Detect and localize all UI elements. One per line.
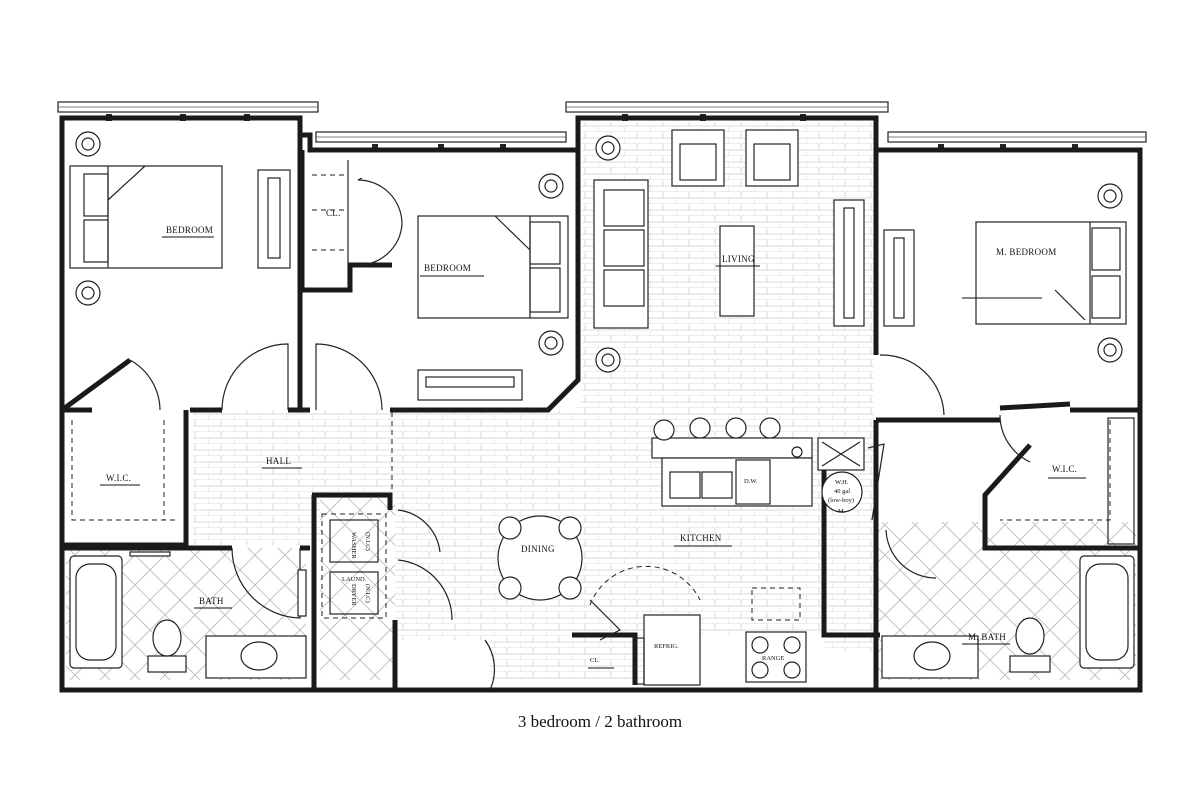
- master-bedroom-furniture: [883, 183, 1127, 363]
- bedroom-left-furniture: [69, 131, 291, 306]
- hall-label: HALL: [266, 456, 291, 466]
- bedroom-left-label: BEDROOM: [166, 225, 213, 235]
- master-bath-fixtures: [881, 555, 1135, 679]
- bath-label: BATH: [199, 596, 224, 606]
- wic-left-label: W.I.C.: [106, 473, 131, 483]
- laundry-fixtures: WASHER (N.I.C) DRYER (N.I.C): [321, 513, 387, 619]
- closet-kitchen-label: CL.: [590, 657, 600, 664]
- dining-label: DINING: [521, 544, 555, 554]
- water-heater-tag: M.: [838, 508, 846, 515]
- dryer-nic-label: (N.I.C): [364, 584, 371, 603]
- wic-right-shelves: [1000, 417, 1135, 545]
- master-bath-label: M. BATH: [968, 632, 1006, 642]
- bedroom-center-label: BEDROOM: [424, 263, 471, 273]
- laundry-label: LAUND.: [342, 576, 367, 583]
- range-label: RANGE: [762, 655, 784, 662]
- bedroom-center-furniture: [312, 160, 569, 401]
- closet-center-label: CL.: [326, 208, 341, 218]
- living-furniture: [593, 129, 865, 373]
- fixture-labels: D.W. W.H. 40 gal (low-boy) M. REFRIG. RA…: [654, 478, 854, 662]
- walls: [59, 115, 1143, 693]
- kitchen-fixtures: [589, 417, 885, 686]
- master-bedroom-label: M. BEDROOM: [996, 247, 1057, 257]
- wic-left-shelves: [71, 420, 178, 521]
- living-label: LIVING: [722, 254, 755, 264]
- refrigerator-label: REFRIG.: [654, 643, 679, 650]
- washer-nic-label: (N.I.C): [364, 532, 371, 551]
- bath-fixtures: [69, 551, 307, 679]
- dining-table: [497, 515, 583, 601]
- room-labels: BEDROOM BEDROOM CL. LIVING M. BEDROOM W.…: [100, 208, 1086, 669]
- washer-label: WASHER: [350, 532, 357, 559]
- water-heater-type: (low-boy): [828, 497, 854, 504]
- water-heater-capacity: 40 gal: [834, 488, 850, 495]
- kitchen-label: KITCHEN: [680, 533, 722, 543]
- water-heater-label: W.H.: [835, 479, 849, 486]
- wic-right-label: W.I.C.: [1052, 464, 1077, 474]
- dryer-label: DRYER: [350, 584, 357, 606]
- floor-plan-caption: 3 bedroom / 2 bathroom: [517, 712, 683, 731]
- dishwasher-label: D.W.: [744, 478, 758, 485]
- doors: [129, 343, 1031, 691]
